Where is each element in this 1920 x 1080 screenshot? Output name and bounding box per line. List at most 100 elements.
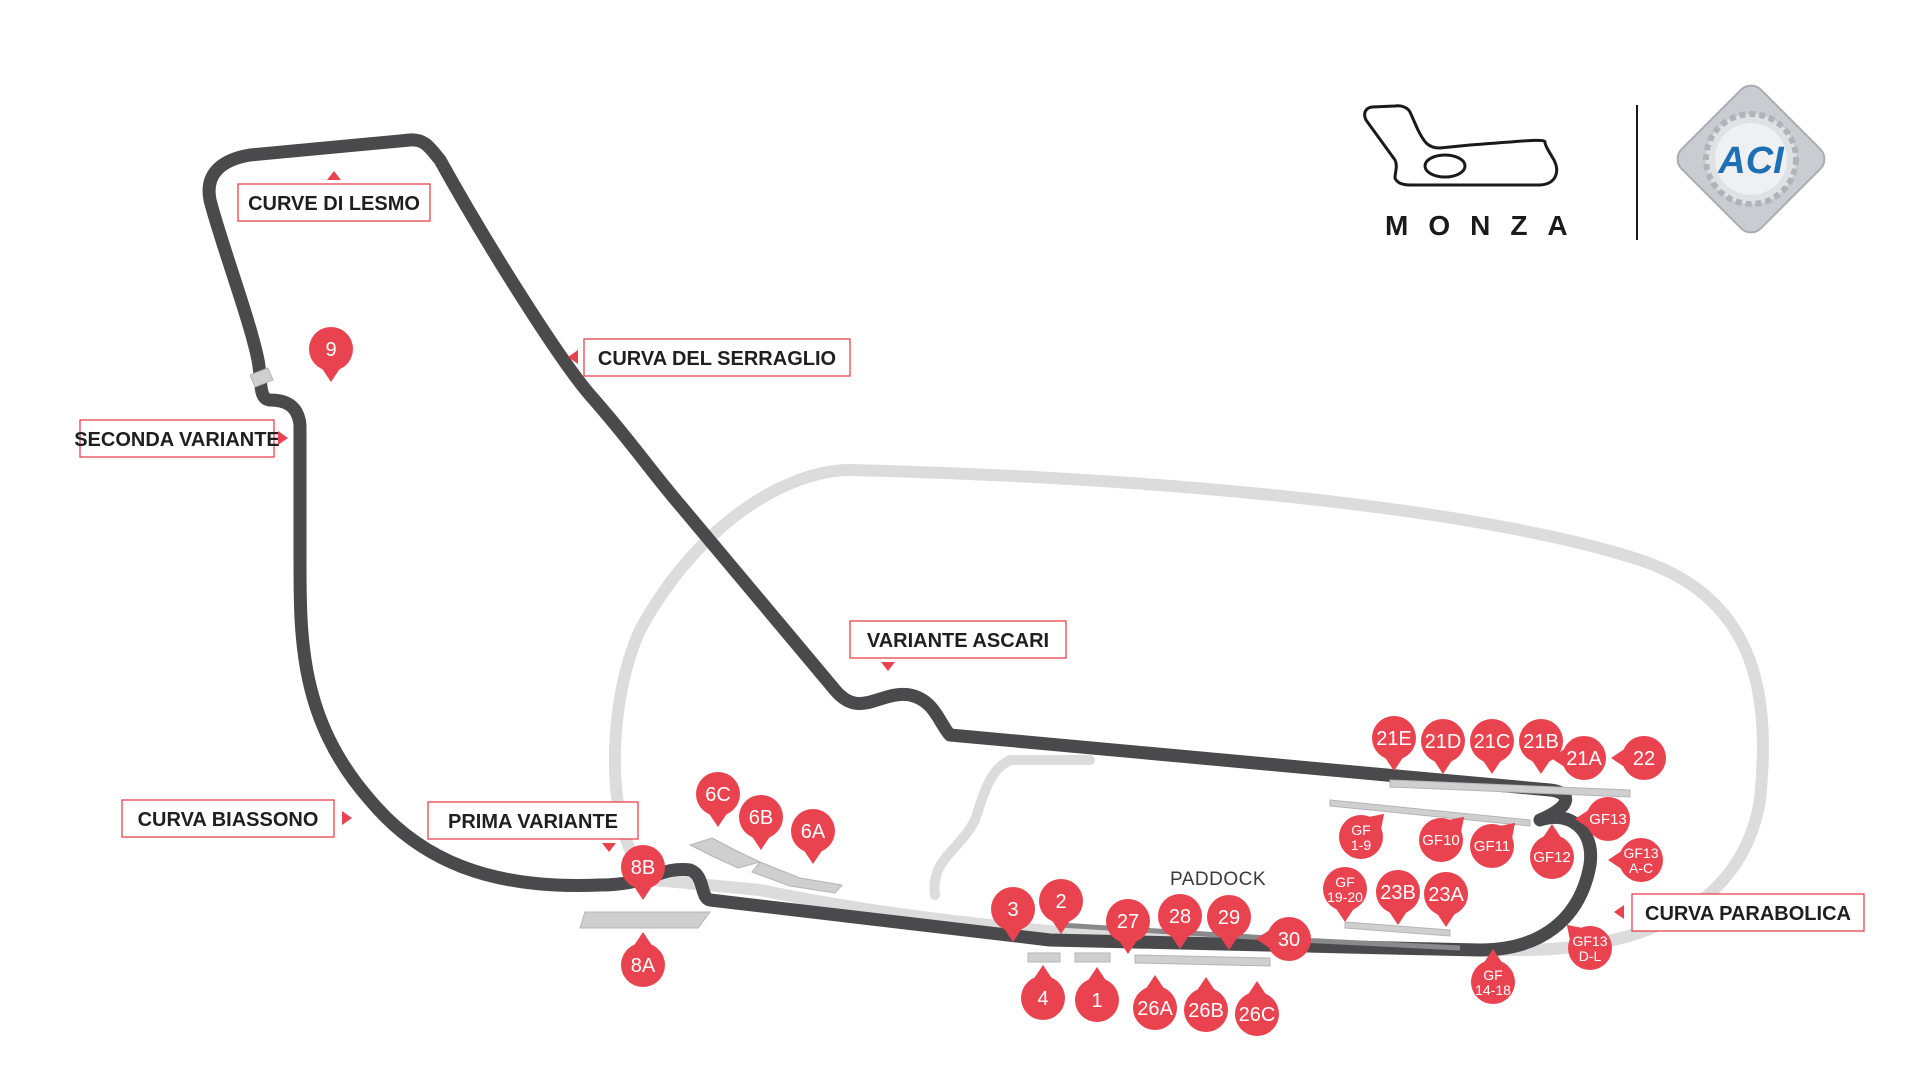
grandstand-marker-8A[interactable]: 8A [621,932,665,987]
label-box [1631,893,1865,932]
marker-circle [1372,716,1416,760]
grandstand-marker-GF13[interactable]: GF13 [1575,797,1630,841]
marker-label: 2 [1055,891,1066,913]
grandstand-marker-6B[interactable]: 6B [739,795,783,850]
corner-label-serraglio: CURVA DEL SERRAGLIO [568,338,851,377]
grandstand-marker-26C[interactable]: 26C [1235,981,1279,1036]
marker-label: GF [1483,967,1502,983]
stand-21 [1389,779,1631,798]
corner-label-text: CURVA BIASSONO [138,809,319,831]
grandstand-marker-GF11[interactable]: GF11 [1470,822,1516,868]
marker-circle [1075,978,1119,1022]
grandstand-marker-2[interactable]: 2 [1039,879,1083,934]
corner-label-text: VARIANTE ASCARI [867,630,1049,652]
marker-label: 23B [1380,882,1416,904]
monza-track-icon [1363,104,1559,187]
grandstand-marker-29[interactable]: 29 [1207,895,1251,950]
grandstand-marker-3[interactable]: 3 [991,887,1035,942]
marker-pointer [1145,975,1165,990]
pointer-arrow [602,843,616,852]
label-box [237,183,431,222]
grandstand-marker-21A[interactable]: 21A [1551,736,1606,780]
marker-pointer [708,812,728,827]
marker-circle [1622,736,1666,780]
grandstand-marker-30[interactable]: 30 [1256,917,1311,961]
marker-circle [1424,872,1468,916]
marker-pointer [1384,756,1404,771]
label-box [121,799,335,838]
monza-track-icon-inner [1423,153,1467,179]
marker-circle [1376,870,1420,914]
corner-label-text: CURVE DI LESMO [248,193,420,215]
marker-circle [1184,988,1228,1032]
marker-circle [1207,895,1251,939]
grandstand-marker-GF1-9[interactable]: GF1-9 [1339,813,1385,859]
grandstand-marker-8B[interactable]: 8B [621,845,665,900]
grandstand-marker-21E[interactable]: 21E [1372,716,1416,771]
marker-circle [1039,879,1083,923]
marker-label: 27 [1117,911,1139,933]
marker-pointer [1335,907,1355,922]
corner-label-prima: PRIMA VARIANTE [427,801,639,852]
grandstand-marker-1[interactable]: 1 [1075,967,1119,1022]
grandstand-marker-27[interactable]: 27 [1106,899,1150,954]
grandstand-marker-22[interactable]: 22 [1611,736,1666,780]
marker-pointer [1118,939,1138,954]
marker-pointer [1388,910,1408,925]
marker-label: 26B [1188,1000,1224,1022]
grandstand-marker-6C[interactable]: 6C [696,772,740,827]
marker-circle [1519,719,1563,763]
grandstand-marker-23A[interactable]: 23A [1424,872,1468,927]
grandstand-marker-26B[interactable]: 26B [1184,977,1228,1032]
grandstand-marker-GF12[interactable]: GF12 [1530,824,1574,879]
label-box [79,419,275,458]
marker-pointer [751,835,771,850]
marker-label: 1-9 [1351,837,1371,853]
grandstand-marker-4[interactable]: 4 [1021,965,1065,1020]
monza-wordmark: MONZA [1385,210,1588,241]
stand-23 [1344,921,1451,937]
marker-circle [1158,894,1202,938]
stand-6B-6A [751,861,843,894]
corner-label-text: CURVA DEL SERRAGLIO [598,348,836,370]
stand-4 [1027,952,1061,963]
marker-pointer [1433,759,1453,774]
grandstand-marker-28[interactable]: 28 [1158,894,1202,949]
grandstand-marker-23B[interactable]: 23B [1376,870,1420,925]
corner-label-parabolica: CURVA PARABOLICA [1614,893,1865,932]
grandstand-marker-21C[interactable]: 21C [1470,719,1514,774]
marker-pointer [1608,850,1623,870]
marker-circle [1562,736,1606,780]
grandstand-marker-6A[interactable]: 6A [791,809,835,864]
marker-label: 14-18 [1475,982,1511,998]
marker-label: 22 [1633,748,1655,770]
grandstand-marker-21B[interactable]: 21B [1519,719,1563,774]
grandstand-marker-GF10[interactable]: GF10 [1419,816,1465,862]
marker-label: 28 [1169,906,1191,928]
corner-label-text: PRIMA VARIANTE [448,811,618,833]
marker-circle [791,809,835,853]
grandstand-marker-9[interactable]: 9 [309,327,353,382]
stand-26 [1134,954,1271,967]
grandstand-marker-21D[interactable]: 21D [1421,719,1465,774]
marker-label: 26C [1239,1004,1276,1026]
marker-pointer [633,885,653,900]
marker-pointer [1170,934,1190,949]
grandstand-marker-26A[interactable]: 26A [1133,975,1177,1030]
marker-circle [1235,992,1279,1036]
marker-circle [1530,835,1574,879]
grandstand-structures [249,367,1631,967]
marker-pointer [1551,748,1566,768]
label-box [427,801,639,840]
marker-pointer [633,932,653,947]
marker-pointer [803,849,823,864]
marker-circle [1419,818,1463,862]
paddock-label: PADDOCK [1170,869,1266,890]
marker-pointer [1483,949,1503,964]
marker-pointer [1247,981,1267,996]
